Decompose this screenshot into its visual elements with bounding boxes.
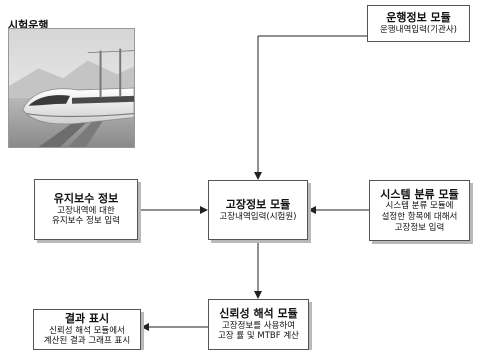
train-photo [8,28,135,148]
result-line-1: 신뢰성 해석 모듈에서 [49,325,125,336]
operation-info-module: 운행정보 모듈 운행내역입력(기관사) [367,5,470,42]
operation-module-subtitle: 운행내역입력(기관사) [379,25,457,36]
maintenance-line-2: 유지보수 정보 입력 [52,216,120,227]
result-line-2: 계산된 결과 그래프 표시 [43,336,131,347]
system-line-2: 설정한 항목에 대해서 [381,212,458,223]
system-line-3: 고장정보 입력 [394,222,445,233]
reliability-line-1: 고장정보를 사용하여 [221,320,296,331]
result-display-box: 결과 표시 신뢰성 해석 모듈에서 계산된 결과 그래프 표시 [33,309,141,350]
failure-module-subtitle: 고장내역입력(시험원) [219,211,297,222]
connector-operation-to-failure [254,35,367,180]
reliability-analysis-module: 신뢰성 해석 모듈 고장정보를 사용하여 고장 률 및 MTBF 계산 [208,299,309,350]
high-speed-train-image [9,29,134,147]
reliability-line-2: 고장 률 및 MTBF 계산 [218,331,299,342]
maintenance-line-1: 고장내역에 대한 [57,205,115,216]
failure-info-module: 고장정보 모듈 고장내역입력(시험원) [208,180,308,240]
result-title: 결과 표시 [64,312,110,325]
system-classification-module: 시스템 분류 모듈 시스템 분류 모듈에 설정한 항목에 대해서 고장정보 입력 [369,180,470,241]
operation-module-title: 운행정보 모듈 [386,11,451,25]
failure-module-title: 고장정보 모듈 [225,197,291,211]
reliability-title: 신뢰성 해석 모듈 [219,307,298,320]
system-line-1: 시스템 분류 모듈에 [385,201,454,212]
system-module-title: 시스템 분류 모듈 [380,187,459,201]
maintenance-info-box: 유지보수 정보 고장내역에 대한 유지보수 정보 입력 [34,179,138,240]
maintenance-title: 유지보수 정보 [53,192,119,205]
